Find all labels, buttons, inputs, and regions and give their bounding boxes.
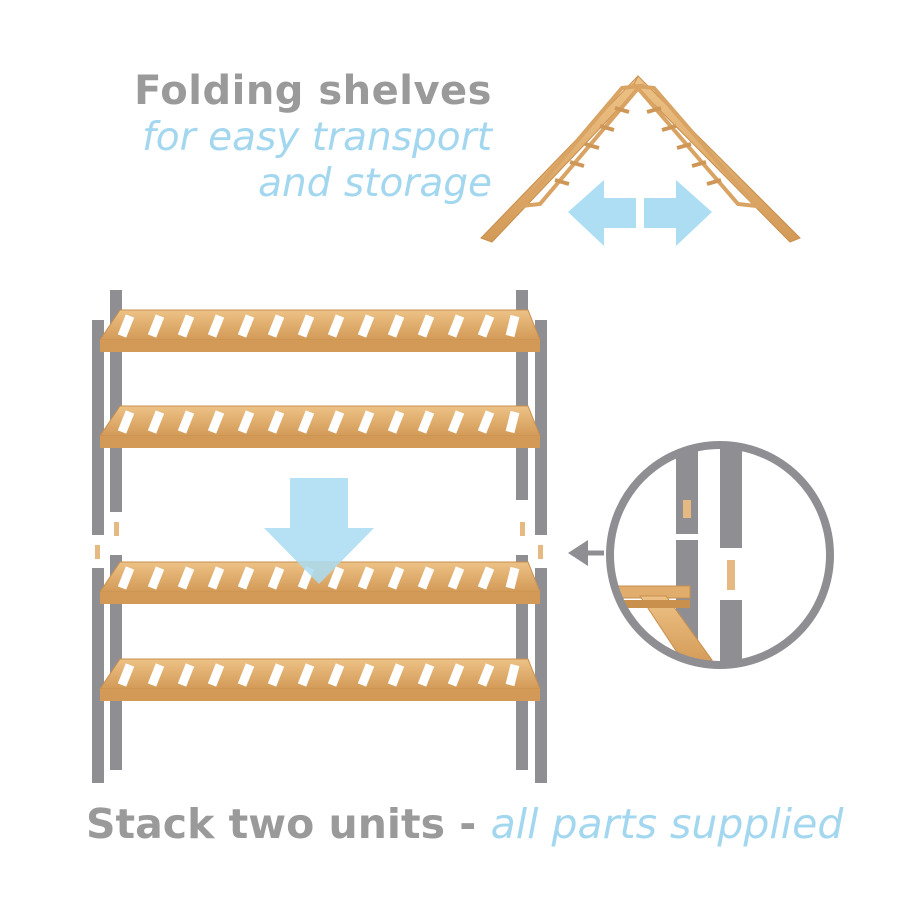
shelf-tier-1 [99, 309, 541, 352]
connector-pins [95, 522, 543, 559]
headline-subtitle-2: and storage [258, 161, 492, 207]
footer-tagline: all parts supplied [490, 800, 844, 848]
folded-shelf-illustration [480, 75, 801, 243]
footer-caption: Stack two units - all parts supplied [86, 800, 886, 848]
headline-subtitle-1: for easy transport [142, 115, 492, 161]
joint-detail-magnifier [606, 441, 834, 669]
footer-separator: - [445, 800, 491, 848]
headline-title: Folding shelves [134, 68, 492, 114]
headline: Folding shelves for easy transport and s… [134, 68, 492, 207]
left-right-arrows-icon [568, 180, 712, 246]
shelf-tier-3 [99, 561, 541, 604]
shelf-tier-2 [99, 405, 541, 448]
down-arrow-icon [264, 478, 374, 584]
footer-title: Stack two units [86, 800, 445, 848]
left-pointer-arrow-icon [568, 540, 604, 566]
shelf-tier-4 [99, 658, 541, 701]
